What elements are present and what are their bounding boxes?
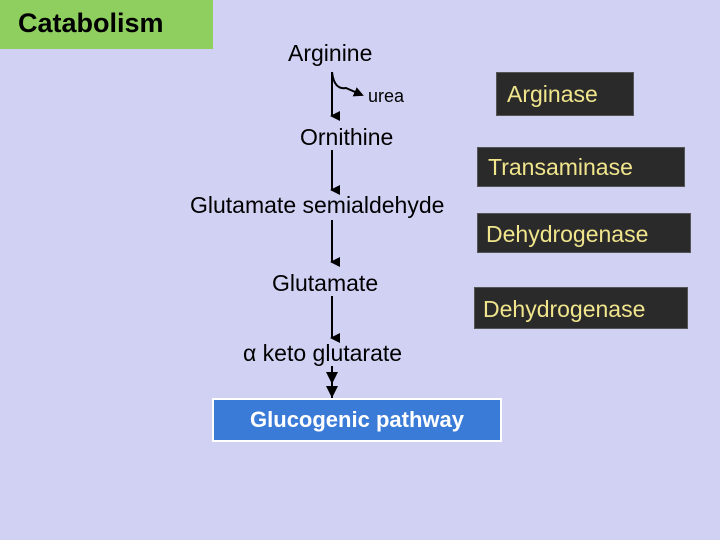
node-alpha-ketoglutarate: α keto glutarate <box>243 340 403 366</box>
node-glutamate: Glutamate <box>272 270 379 296</box>
glucogenic-pathway-box: Glucogenic pathway <box>212 398 502 442</box>
node-arginine: Arginine <box>288 40 373 66</box>
arrowhead-pathway-1 <box>326 372 338 384</box>
node-ornithine: Ornithine <box>300 124 394 150</box>
enzyme-transaminase: Transaminase <box>477 147 685 187</box>
arrow-urea-branch <box>331 71 364 97</box>
enzyme-dehydrogenase-1: Dehydrogenase <box>477 213 691 253</box>
enzyme-dehydrogenase-2: Dehydrogenase <box>474 287 688 329</box>
arrowhead-pathway-2 <box>326 386 338 398</box>
node-glutamate-semialdehyde: Glutamate semialdehyde <box>190 192 445 218</box>
enzyme-arginase: Arginase <box>496 72 634 116</box>
slide-title: Catabolism <box>0 0 213 49</box>
node-urea: urea <box>368 86 405 106</box>
